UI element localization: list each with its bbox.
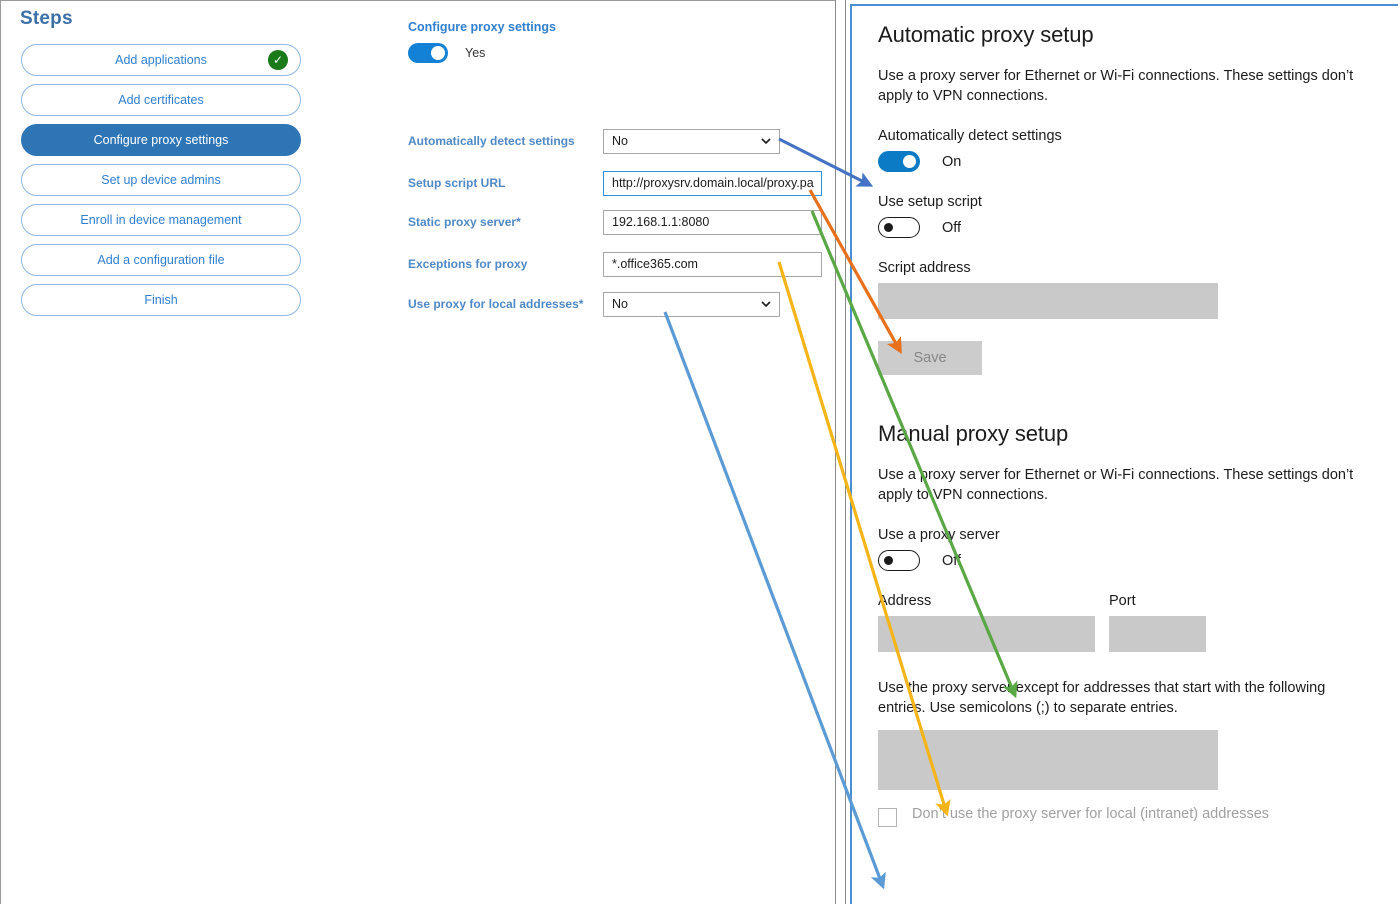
sidebar-step-label: Add applications	[115, 53, 207, 67]
toggle-off-icon[interactable]	[878, 550, 920, 571]
sidebar-step-label: Set up device admins	[101, 173, 221, 187]
manual-proxy-heading: Manual proxy setup	[878, 421, 1069, 446]
save-button[interactable]: Save	[878, 341, 982, 375]
form-field-row-0: Automatically detect settings No	[408, 128, 828, 154]
form-select-4[interactable]: No	[603, 291, 780, 317]
sidebar-step-label: Configure proxy settings	[93, 133, 229, 147]
script-address-input[interactable]	[878, 283, 1218, 319]
use-setup-script-label: Use setup script	[878, 194, 982, 210]
sidebar-step-1[interactable]: Add certificates	[21, 84, 301, 116]
form-field-row-4: Use proxy for local addresses* No	[408, 291, 828, 317]
form-heading: Configure proxy settings	[408, 20, 556, 34]
required-marker: *	[516, 215, 521, 229]
form-field-row-3: Exceptions for proxy *.office365.com	[408, 251, 828, 277]
form-input-1[interactable]: http://proxysrv.domain.local/proxy.pa	[603, 170, 822, 196]
port-input[interactable]	[1109, 616, 1206, 652]
required-marker: *	[578, 297, 584, 311]
checkbox-icon[interactable]	[878, 808, 897, 827]
use-setup-script-toggle[interactable]: Off	[878, 217, 1372, 238]
form-field-label-4: Use proxy for local addresses*	[408, 297, 603, 311]
label-text: Setup script URL	[408, 176, 506, 190]
sidebar-step-2[interactable]: Configure proxy settings	[21, 124, 301, 156]
form-select-0[interactable]: No	[603, 128, 780, 154]
field-value: http://proxysrv.domain.local/proxy.pa	[612, 176, 814, 190]
label-text: Static proxy server	[408, 215, 517, 229]
sidebar-step-3[interactable]: Set up device admins	[21, 164, 301, 196]
field-value: No	[612, 297, 628, 311]
sidebar-step-label: Add certificates	[118, 93, 204, 107]
sidebar-step-5[interactable]: Add a configuration file	[21, 244, 301, 276]
address-label: Address	[878, 593, 932, 609]
panel-divider-outer	[835, 0, 836, 904]
sidebar-step-0[interactable]: Add applications ✓	[21, 44, 301, 76]
toggle-off-icon[interactable]	[878, 217, 920, 238]
chevron-down-icon[interactable]	[761, 299, 771, 309]
sidebar-step-label: Enroll in device management	[80, 213, 242, 227]
exceptions-input[interactable]	[878, 730, 1218, 790]
local-addresses-checkbox-row[interactable]: Don’t use the proxy server for local (in…	[878, 806, 1372, 827]
form-field-label-3: Exceptions for proxy	[408, 257, 603, 271]
use-setup-script-state: Off	[942, 219, 962, 236]
check-circle-icon: ✓	[268, 50, 288, 70]
proxy-form: Configure proxy settings Yes Automatical…	[408, 0, 828, 904]
field-value: 192.168.1.1:8080	[612, 215, 710, 229]
automatic-proxy-description: Use a proxy server for Ethernet or Wi-Fi…	[878, 68, 1354, 104]
auto-detect-toggle[interactable]: On	[878, 151, 1372, 172]
configure-proxy-toggle-label: Yes	[465, 46, 486, 60]
label-text: Automatically detect settings	[408, 134, 575, 148]
exceptions-description: Use the proxy server except for addresse…	[878, 680, 1326, 716]
form-input-2[interactable]: 192.168.1.1:8080	[603, 209, 822, 235]
window-left-border	[0, 0, 1, 904]
port-label: Port	[1109, 593, 1136, 609]
windows-settings-panel: Automatic proxy setup Use a proxy server…	[850, 4, 1398, 904]
script-address-label: Script address	[878, 260, 971, 276]
use-proxy-server-label: Use a proxy server	[878, 527, 1000, 543]
steps-title: Steps	[20, 8, 73, 29]
form-field-row-1: Setup script URL http://proxysrv.domain.l…	[408, 170, 828, 196]
auto-detect-state: On	[942, 153, 962, 170]
panel-divider-inner	[845, 0, 846, 904]
field-value: No	[612, 134, 628, 148]
form-field-row-2: Static proxy server* 192.168.1.1:8080	[408, 209, 828, 235]
auto-detect-label: Automatically detect settings	[878, 128, 1062, 144]
sidebar-step-6[interactable]: Finish	[21, 284, 301, 316]
form-field-label-2: Static proxy server*	[408, 215, 603, 229]
window-top-border	[0, 0, 836, 1]
chevron-down-icon[interactable]	[761, 136, 771, 146]
automatic-proxy-heading: Automatic proxy setup	[878, 22, 1094, 47]
field-value: *.office365.com	[612, 257, 698, 271]
use-proxy-server-toggle[interactable]: Off	[878, 550, 1372, 571]
form-field-label-1: Setup script URL	[408, 176, 603, 190]
toggle-switch-on-icon[interactable]	[408, 43, 448, 63]
form-input-3[interactable]: *.office365.com	[603, 251, 822, 277]
sidebar-step-label: Add a configuration file	[97, 253, 225, 267]
label-text: Exceptions for proxy	[408, 257, 528, 271]
use-proxy-server-state: Off	[942, 552, 962, 569]
sidebar-step-4[interactable]: Enroll in device management	[21, 204, 301, 236]
manual-proxy-description: Use a proxy server for Ethernet or Wi-Fi…	[878, 467, 1354, 503]
local-addresses-checkbox-label: Don’t use the proxy server for local (in…	[912, 806, 1270, 822]
configure-proxy-toggle[interactable]: Yes	[408, 43, 485, 63]
toggle-on-icon[interactable]	[878, 151, 920, 172]
label-text: Use proxy for local addresses	[408, 297, 579, 311]
address-input[interactable]	[878, 616, 1095, 652]
form-field-label-0: Automatically detect settings	[408, 134, 603, 148]
sidebar-step-label: Finish	[144, 293, 178, 307]
